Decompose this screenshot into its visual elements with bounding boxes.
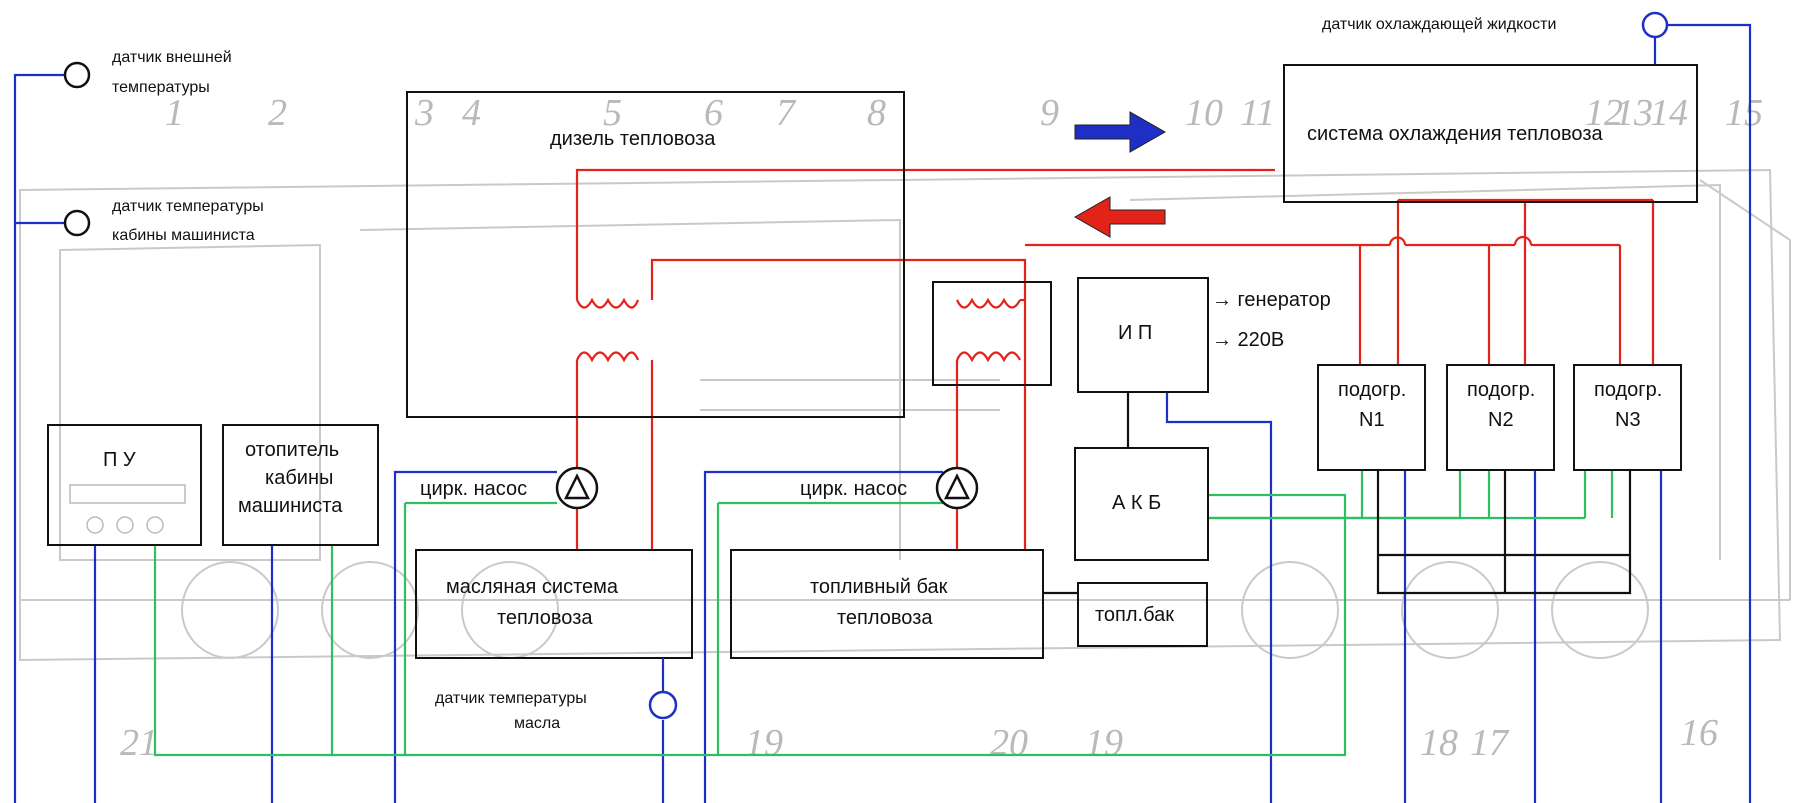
bg-number: 14 [1650, 92, 1688, 134]
cab-temp-sensor: датчик температуры кабины машиниста [63, 198, 264, 244]
bg-number: 17 [1470, 722, 1510, 764]
background-numbers: 1 2 3 4 5 6 7 8 9 10 11 12 13 14 15 16 1… [120, 92, 1763, 764]
power-supply-block: И П → генератор → 220В [1077, 277, 1331, 393]
generator-output-label: → генератор [1212, 289, 1331, 311]
cab-temp-label-line1: датчик температуры [112, 198, 264, 215]
cab-heater-block: отопитель кабины машиниста [222, 424, 379, 546]
heater-n2-label-line1: подогр. [1467, 379, 1535, 401]
bg-number: 2 [268, 92, 287, 134]
coolant-sensor: датчик охлаждающей жидкости [1322, 11, 1669, 39]
circulation-pump-2: цирк. насос [800, 466, 979, 510]
cab-heater-label-line2: кабины [265, 467, 333, 489]
heater-n1-label-line2: N1 [1359, 409, 1385, 431]
fuel-tank-label-line1: топливный бак [810, 576, 948, 598]
bg-number: 10 [1185, 92, 1223, 134]
heater-n3-label-line2: N3 [1615, 409, 1641, 431]
bg-number: 11 [1240, 92, 1275, 134]
signal-lines [13, 23, 1752, 803]
bg-number: 8 [867, 92, 886, 134]
cooling-label: система охлаждения тепловоза [1307, 123, 1604, 145]
outside-temp-label-line1: датчик внешней [112, 49, 232, 66]
bg-number: 5 [603, 92, 622, 134]
oil-temp-sensor: датчик температуры масла [435, 658, 678, 732]
small-fuel-tank-label: топл.бак [1095, 604, 1174, 626]
akb-label: А К Б [1112, 492, 1161, 514]
fuel-tank-label-line2: тепловоза [837, 607, 933, 629]
oil-temp-label-line2: масла [514, 715, 560, 732]
bg-number: 21 [120, 722, 158, 764]
bg-number: 6 [704, 92, 723, 134]
coolant-sensor-icon [1641, 11, 1669, 39]
circulation-pump-1: цирк. насос [420, 466, 599, 510]
background-locomotive-sketch [19, 168, 1791, 662]
outside-temp-sensor: датчик внешней температуры [63, 49, 232, 96]
heater-n1-block: подогр. N1 [1317, 364, 1426, 471]
flow-arrows [1073, 111, 1167, 238]
cooling-system-block: система охлаждения тепловоза [1283, 64, 1698, 203]
oil-system-block: масляная система тепловоза [415, 549, 693, 659]
battery-block: А К Б [1074, 447, 1209, 561]
bg-number: 19 [745, 722, 783, 764]
power-lines [1043, 392, 1632, 595]
bg-number: 4 [462, 92, 481, 134]
heat-exchanger-block [932, 281, 1052, 386]
pump-1-label: цирк. насос [420, 478, 527, 500]
heater-n2-block: подогр. N2 [1446, 364, 1555, 471]
ip-label: И П [1118, 322, 1152, 344]
hot-lines [575, 168, 1655, 550]
pump-2-label: цирк. насос [800, 478, 907, 500]
pump-1-icon [563, 473, 591, 500]
bg-number: 7 [776, 92, 797, 134]
bg-number: 20 [990, 722, 1028, 764]
heater-n3-label-line1: подогр. [1594, 379, 1662, 401]
cab-temp-label-line2: кабины машиниста [112, 227, 255, 244]
pu-label: П У [103, 449, 136, 471]
bg-number: 9 [1040, 92, 1059, 134]
oil-temp-sensor-icon [648, 690, 678, 720]
v220-output-label: → 220В [1212, 329, 1284, 351]
bg-number: 18 [1420, 722, 1458, 764]
oil-temp-label-line1: датчик температуры [435, 690, 587, 707]
diesel-label: дизель тепловоза [550, 128, 716, 150]
bg-number: 1 [165, 92, 184, 134]
oil-system-label-line2: тепловоза [497, 607, 593, 629]
cab-heater-label-line1: отопитель [245, 439, 339, 461]
coolant-sensor-label: датчик охлаждающей жидкости [1322, 16, 1556, 33]
heater-n1-label-line1: подогр. [1338, 379, 1406, 401]
pump-2-icon [943, 473, 971, 500]
outside-temp-sensor-icon [63, 61, 91, 89]
hot-flow-arrow [1073, 196, 1166, 238]
heater-n2-label-line2: N2 [1488, 409, 1514, 431]
bg-number: 19 [1085, 722, 1123, 764]
cab-heater-label-line3: машиниста [238, 495, 343, 517]
bg-number: 16 [1680, 712, 1718, 754]
small-fuel-tank-block: топл.бак [1077, 582, 1208, 647]
bg-number: 15 [1725, 92, 1763, 134]
cab-temp-sensor-icon [63, 209, 91, 237]
heater-n3-block: подогр. N3 [1573, 364, 1682, 471]
diesel-block: дизель тепловоза [406, 91, 905, 418]
bg-number: 3 [414, 92, 434, 134]
fuel-tank-block: топливный бак тепловоза [730, 549, 1044, 659]
control-lines [153, 470, 1614, 757]
oil-system-label-line1: масляная система [446, 576, 619, 598]
outside-temp-label-line2: температуры [112, 79, 210, 96]
cold-flow-arrow [1074, 111, 1167, 153]
pu-panel-details [69, 484, 186, 534]
bg-number: 12 [1585, 92, 1623, 134]
pu-block: П У [47, 424, 202, 546]
bg-number: 13 [1615, 92, 1653, 134]
